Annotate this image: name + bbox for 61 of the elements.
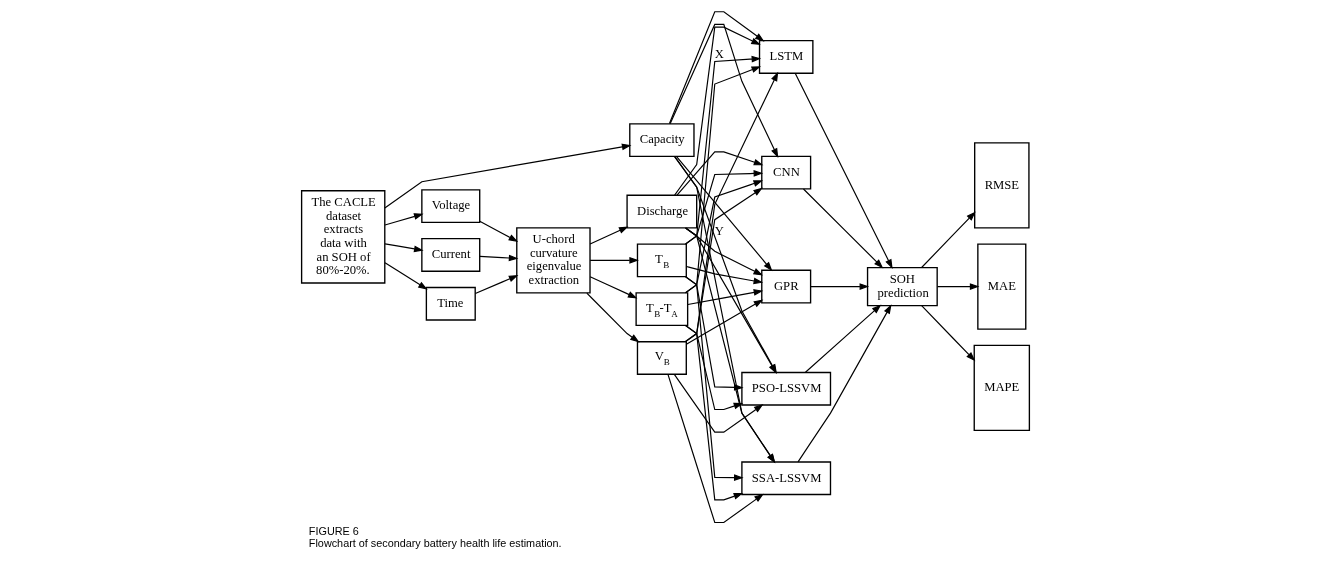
- edge-label: X: [714, 47, 724, 62]
- arrow: [673, 155, 775, 464]
- arrow: [669, 23, 778, 158]
- arrow: [675, 151, 763, 196]
- node-box: T$_{B}$: [636, 243, 687, 278]
- arrow: [383, 262, 428, 290]
- arrow: [684, 71, 778, 343]
- arrow: [675, 156, 772, 272]
- arrow: [673, 155, 777, 374]
- node-box: U-chord curvature eigenvalue extraction: [515, 227, 591, 294]
- arrow: [589, 276, 637, 299]
- node-box: RMSE: [973, 142, 1030, 229]
- node-box: Current: [420, 237, 480, 272]
- arrow: [685, 265, 763, 285]
- arrow: [684, 227, 777, 374]
- arrow: [802, 188, 883, 269]
- node-box: T$_{B}$-T$_{A}$: [634, 292, 688, 327]
- node-box: Capacity: [628, 123, 695, 158]
- arrow: [796, 304, 892, 463]
- arrow: [383, 243, 424, 253]
- arrow: [383, 213, 424, 226]
- node-box: Discharge: [625, 194, 697, 229]
- arrow: [686, 289, 763, 306]
- arrow: [684, 55, 761, 245]
- arrow: [920, 211, 976, 269]
- node-box: GPR: [760, 269, 811, 304]
- arrow: [684, 227, 775, 464]
- arrow: [804, 304, 881, 373]
- node-box: MAE: [976, 243, 1026, 330]
- arrow: [585, 292, 640, 343]
- node-box: Voltage: [420, 189, 480, 224]
- arrow: [684, 187, 763, 343]
- arrow: [684, 66, 761, 294]
- arrow: [474, 275, 518, 295]
- arrow: [383, 143, 631, 209]
- edge-label: Y: [714, 224, 724, 239]
- arrow: [673, 26, 761, 196]
- arrow: [794, 72, 893, 269]
- node-box: SOH prediction: [866, 266, 938, 307]
- arrow: [589, 257, 639, 264]
- node-box: SSA-LSSVM: [740, 461, 831, 496]
- arrow: [936, 283, 979, 290]
- caption: Flowchart of secondary battery health life estimation.: [308, 536, 562, 549]
- node-box: MAPE: [973, 344, 1030, 431]
- arrow: [809, 283, 869, 290]
- arrow: [684, 180, 763, 294]
- node-box: V$_{B}$: [636, 341, 687, 375]
- node-box: The CACLE dataset extracts data with an SOH of 80%-20%.: [300, 190, 385, 284]
- arrow: [666, 373, 764, 524]
- arrow: [589, 226, 628, 245]
- arrow: [478, 220, 518, 242]
- node-box: LSTM: [758, 40, 814, 74]
- node-box: Time: [425, 286, 476, 321]
- node-box: CNN: [760, 155, 811, 190]
- arrow: [673, 373, 763, 433]
- diagram-title: FIGURE 6: [308, 524, 359, 537]
- arrow: [668, 11, 765, 125]
- node-box: PSO-LSSVM: [740, 371, 831, 406]
- arrow: [478, 254, 518, 262]
- arrow: [685, 299, 763, 345]
- arrow: [920, 305, 975, 362]
